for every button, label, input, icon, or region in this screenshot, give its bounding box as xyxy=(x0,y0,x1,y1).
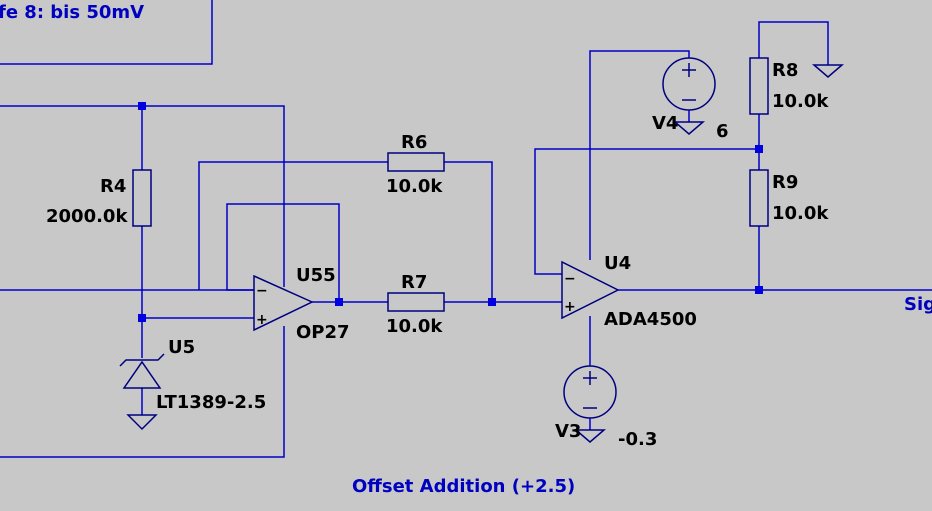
ground-icon xyxy=(126,414,158,431)
v3-value: -0.3 xyxy=(618,429,657,450)
resistor-r9[interactable]: R9 10.0k xyxy=(749,169,829,227)
resistor-r4[interactable]: R4 2000.0k xyxy=(46,169,152,227)
r9-value: 10.0k xyxy=(772,203,829,224)
u4-model: ADA4500 xyxy=(604,309,697,330)
u55-label: U55 xyxy=(296,265,336,286)
v4-label: V4 xyxy=(652,113,678,134)
resistor-r8[interactable]: R8 10.0k xyxy=(749,57,829,115)
r6-label: R6 xyxy=(401,132,427,153)
top-left-comment-box: fe 8: bis 50mV xyxy=(0,0,213,65)
u55-plus-sign: + xyxy=(256,312,268,328)
resistor-r6[interactable]: R6 10.0k xyxy=(386,132,445,197)
ground-icon xyxy=(672,121,706,135)
r8-label: R8 xyxy=(772,60,798,81)
junctions xyxy=(138,102,763,322)
wires xyxy=(0,21,932,458)
u5-label: U5 xyxy=(168,337,195,358)
junction-dot xyxy=(488,298,496,306)
u4-minus-sign: − xyxy=(564,271,576,287)
v4-value: 6 xyxy=(716,121,729,142)
u4-plus-sign: + xyxy=(564,299,576,315)
junction-dot xyxy=(335,298,343,306)
bottom-comment: Offset Addition (+2.5) xyxy=(352,476,575,497)
u5-model: LT1389-2.5 xyxy=(156,392,266,413)
voltage-source-v3[interactable]: V3 -0.3 xyxy=(555,365,657,450)
top-left-comment-text: fe 8: bis 50mV xyxy=(0,2,144,23)
r4-label: R4 xyxy=(100,176,126,197)
opamp-u55[interactable]: − + U55 OP27 xyxy=(253,265,350,343)
r9-label: R9 xyxy=(772,172,798,193)
v3-label: V3 xyxy=(555,421,581,442)
u55-minus-sign: − xyxy=(256,283,268,299)
resistor-r7[interactable]: R7 10.0k xyxy=(386,272,445,337)
u4-label: U4 xyxy=(604,253,631,274)
opamp-u4[interactable]: − + U4 ADA4500 xyxy=(561,253,697,330)
r4-value: 2000.0k xyxy=(46,206,128,227)
voltage-source-v4[interactable]: V4 6 xyxy=(652,57,729,142)
junction-dot xyxy=(138,314,146,322)
zener-u5[interactable]: U5 LT1389-2.5 xyxy=(119,337,266,413)
net-label-sig: Sig xyxy=(904,294,932,315)
r7-value: 10.0k xyxy=(386,316,443,337)
r6-value: 10.0k xyxy=(386,176,443,197)
ground-icon xyxy=(573,429,607,443)
junction-dot xyxy=(755,286,763,294)
r7-label: R7 xyxy=(401,272,427,293)
junction-dot xyxy=(138,102,146,110)
junction-dot xyxy=(755,145,763,153)
r8-value: 10.0k xyxy=(772,91,829,112)
u55-model: OP27 xyxy=(296,322,350,343)
ground-icon xyxy=(811,64,845,78)
